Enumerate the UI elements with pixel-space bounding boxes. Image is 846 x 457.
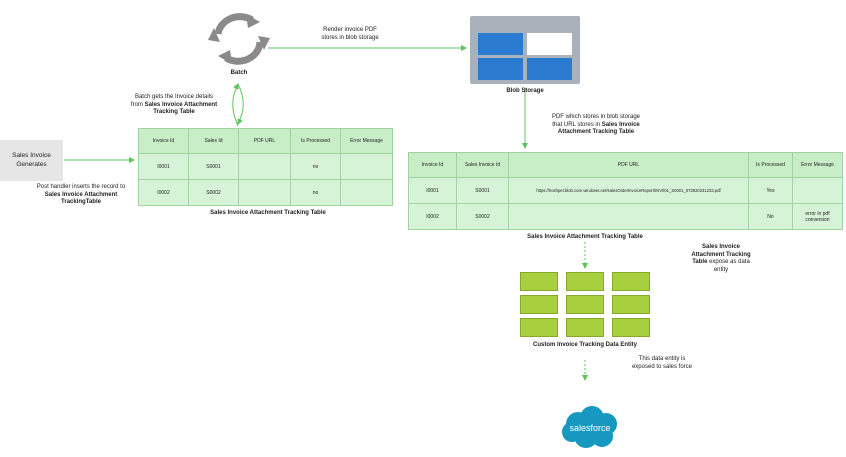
blob-cell (527, 58, 572, 80)
batch-label: Batch (230, 70, 248, 76)
entity-cell (520, 272, 558, 291)
blob-cell (478, 58, 523, 80)
col-sales-id: Sales Id (188, 128, 239, 154)
tracking-table-left: Invoice Id Sales Id PDF URL Is Processed… (138, 128, 393, 206)
col-error-message: Error Message (792, 152, 843, 178)
expose-line4: entity (713, 266, 729, 273)
tracking-table-right: Invoice Id Sales Invoice Id PDF URL Is P… (408, 152, 843, 230)
sales-invoice-source: Sales Invoice Generates (0, 140, 63, 181)
cell: I0001 (408, 177, 457, 204)
entity-cell (612, 272, 650, 291)
pdf-url-cell: https://hoshpet.blob.core.windows.net/sa… (508, 177, 749, 204)
batch-gets-note: Batch gets the Invoice details from Sale… (124, 94, 224, 117)
cell: I0002 (408, 203, 457, 230)
render-note-line2: stores in blob storage (321, 34, 379, 41)
cell: no (290, 153, 341, 180)
exposed-line2: exposed to sales force (631, 363, 693, 370)
post-handler-note: Post handler inserts the record to Sales… (26, 184, 136, 207)
blob-storage-icon (470, 16, 580, 84)
batch-gets-line3: Tracking Table (153, 109, 195, 115)
cell: S0001 (456, 177, 509, 204)
entity-cell (566, 272, 604, 291)
col-pdf-url: PDF URL (238, 128, 291, 154)
batch-cycle-icon (208, 13, 270, 65)
col-invoice-id: Invoice Id (138, 128, 189, 154)
cell: error in pdf conversion (792, 203, 843, 230)
table-row: I0002 S0002 no (138, 179, 393, 206)
col-invoice-id: Invoice Id (408, 152, 457, 178)
arrow-table-to-batch (232, 83, 239, 127)
cell: No (748, 203, 793, 230)
cell (508, 203, 749, 230)
table-right-caption: Sales Invoice Attachment Tracking Table (527, 234, 643, 240)
batch-gets-line2-bold: Sales Invoice Attachment (144, 101, 218, 108)
table-header-row: Invoice Id Sales Id PDF URL Is Processed… (138, 128, 393, 154)
pdf-line2-bold: Sales Invoice (601, 121, 640, 128)
entity-label: Custom Invoice Tracking Data Entity (532, 342, 638, 348)
col-is-processed: Is Processed (290, 128, 341, 154)
col-pdf-url: PDF URL (508, 152, 749, 178)
table-row: I0001 S0001 no (138, 153, 393, 180)
batch-gets-line2-pre: from (130, 101, 145, 108)
entity-cell (520, 295, 558, 314)
cell: S0001 (188, 153, 239, 180)
cell (238, 179, 291, 206)
cell (792, 177, 843, 204)
salesforce-logo-icon: salesforce (562, 406, 617, 448)
source-label-line2: Generates (16, 160, 47, 168)
blob-storage-label: Blob Storage (506, 88, 544, 94)
batch-gets-line1: Batch gets the Invoice details (134, 94, 214, 100)
expose-note: Sales Invoice Attachment Tracking Table … (680, 244, 762, 274)
cell: S0002 (456, 203, 509, 230)
table-row: I0001 S0001 https://hoshpet.blob.core.wi… (408, 177, 843, 204)
pdf-line2-pre: that URL stores in (552, 121, 602, 128)
entity-cell (566, 295, 604, 314)
expose-line1: Sales Invoice (701, 244, 741, 250)
cell: Yes (748, 177, 793, 204)
pdf-line3: Attachment Tracking Table (557, 129, 635, 135)
cell: S0002 (188, 179, 239, 206)
entity-cell (520, 318, 558, 337)
render-note-line1: Render invoice PDF (323, 27, 377, 33)
cell (340, 179, 393, 206)
expose-line3-rest: expose as data (707, 259, 750, 265)
source-label-line1: Sales Invoice (12, 152, 51, 160)
table-left-caption: Sales Invoice Attachment Tracking Table (210, 210, 326, 216)
cell: no (290, 179, 341, 206)
blob-cell (527, 33, 572, 55)
pdf-line1: PDF which stores in blob storage (551, 114, 641, 120)
table-header-row: Invoice Id Sales Invoice Id PDF URL Is P… (408, 152, 843, 178)
cell (340, 153, 393, 180)
col-error-message: Error Message (340, 128, 393, 154)
post-line2: Sales Invoice Attachment (44, 191, 118, 198)
exposed-line1: This data entity is (638, 356, 686, 362)
table-row: I0002 S0002 No error in pdf conversion (408, 203, 843, 230)
cell (238, 153, 291, 180)
col-sales-invoice-id: Sales Invoice Id (456, 152, 509, 178)
data-entity-icon (520, 272, 650, 337)
exposed-note: This data entity is exposed to sales for… (618, 356, 706, 371)
post-line3: TrackingTable (61, 199, 101, 205)
salesforce-wordmark: salesforce (569, 423, 610, 433)
expose-line2: Attachment Tracking (691, 251, 751, 258)
expose-line3-bold: Table (692, 259, 708, 265)
entity-cell (612, 295, 650, 314)
render-note: Render invoice PDF stores in blob storag… (300, 27, 400, 42)
pdf-note: PDF which stores in blob storage that UR… (536, 114, 656, 137)
arrow-batch-to-table (237, 83, 244, 125)
entity-cell (566, 318, 604, 337)
cell: I0002 (138, 179, 189, 206)
blob-cell (478, 33, 523, 55)
entity-cell (612, 318, 650, 337)
cell: I0001 (138, 153, 189, 180)
col-is-processed: Is Processed (748, 152, 793, 178)
post-line1: Post handler inserts the record to (36, 184, 126, 190)
